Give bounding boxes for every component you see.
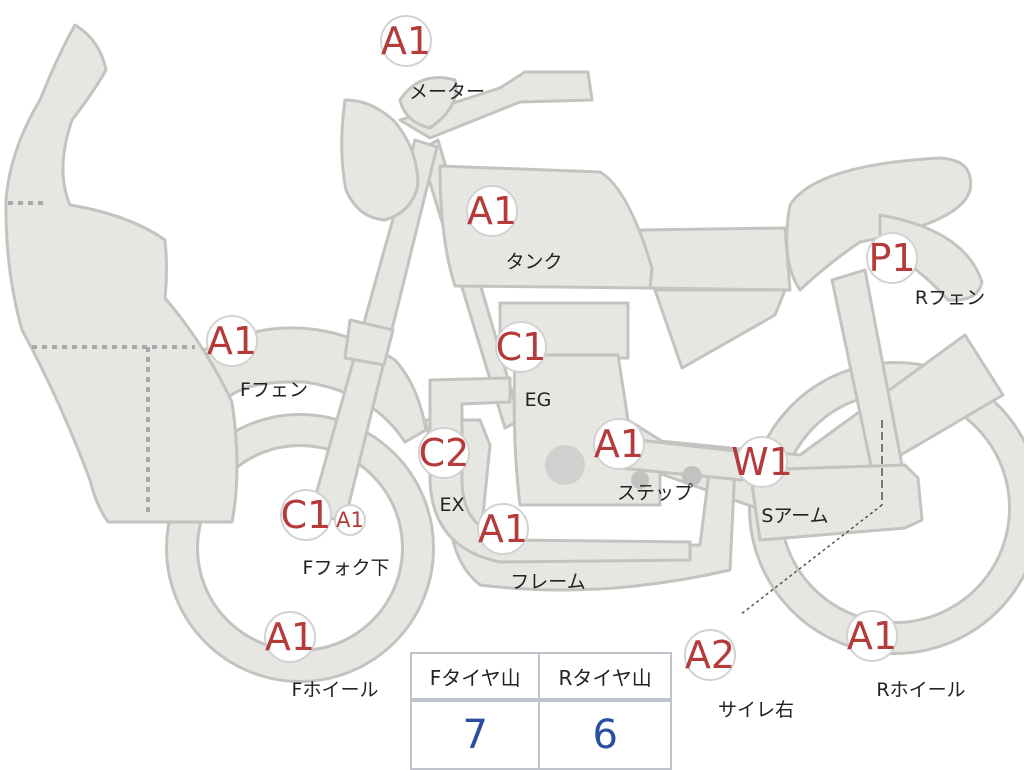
grade-label: A1 [207,319,257,363]
grade-marker [334,504,366,536]
seat [638,226,792,292]
inspection-point: A1 タンク [466,185,563,273]
inspection-point: A1 メーター [380,15,485,103]
headlight [340,98,420,222]
meter [398,76,458,130]
grade-marker [280,489,332,541]
footpeg-knob [631,471,649,489]
part-label: ステップ [617,482,693,504]
grade-label: C1 [496,325,547,369]
grade-label: C2 [419,431,470,475]
grade-label: W1 [731,440,793,484]
grade-marker [736,436,788,488]
inspection-point: A2 サイレ右 [684,629,794,721]
grade-marker [206,315,258,367]
part-label: メーター [409,81,485,103]
part-label: Fフェン [240,379,308,401]
grade-marker [495,321,547,373]
grade-label: A1 [467,189,517,233]
fork-boot [343,318,395,367]
grade-marker [466,185,518,237]
exhaust-pipe [428,376,692,564]
rear-tire-value: 6 [538,699,672,770]
grade-label: A1 [336,508,364,532]
part-label: Fホイール [292,679,379,701]
front-tire-value: 7 [409,699,541,770]
grade-label: P1 [868,236,915,280]
grade-marker [593,418,645,470]
grade-marker [380,15,432,67]
part-label: EG [525,389,552,411]
part-label: タンク [505,251,562,273]
grade-marker [866,232,918,284]
grade-marker [264,611,316,663]
rear-tire-header: Rタイヤ山 [538,652,672,702]
front-tire-header: Fタイヤ山 [409,652,541,702]
grade-label: A2 [685,633,735,677]
muffler [748,463,924,542]
grade-marker [846,610,898,662]
part-label: サイレ右 [718,699,794,721]
side-panel [653,288,787,370]
part-label: フレーム [510,571,585,593]
grade-label: A1 [381,19,431,63]
footpeg-knob [682,466,702,486]
part-label: Fフォク下 [303,557,390,579]
part-label: EX [439,494,464,516]
grade-label: A1 [594,422,644,466]
part-label: Sアーム [761,505,828,527]
inspection-point: A1 ステップ [593,418,693,504]
handlebar [398,70,594,140]
fairing [4,23,239,524]
engine-cover [545,445,585,485]
grade-label: C1 [281,493,332,537]
grade-label: A1 [847,614,897,658]
tire-tread-table: Fタイヤ山 Rタイヤ山 7 6 [409,652,672,770]
grade-marker [684,629,736,681]
grade-label: A1 [478,507,528,551]
part-label: Rフェン [915,287,985,309]
grade-label: A1 [265,615,315,659]
inspection-point: A1 フレーム [477,503,586,593]
grade-marker [477,503,529,555]
grade-marker [418,427,470,479]
part-label: Rホイール [876,679,965,701]
inspection-point-extra: A1 [334,504,366,536]
front-wheel [165,413,435,683]
